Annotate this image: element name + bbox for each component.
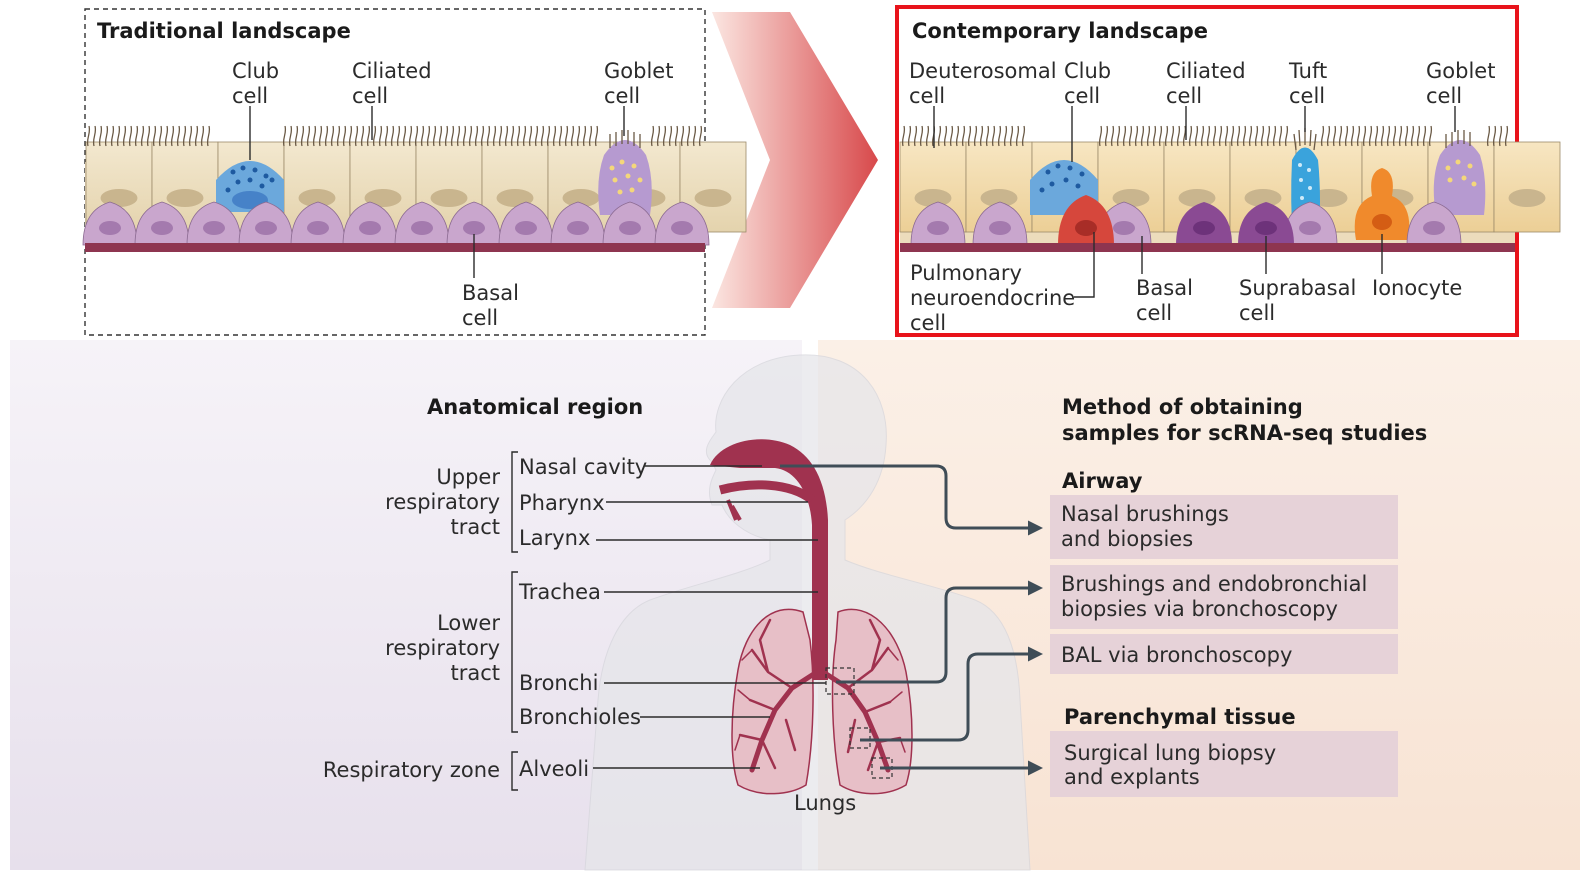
region-trachea: Trachea	[518, 580, 601, 604]
label-suprabasal-2: cell	[1239, 301, 1275, 325]
label-ciliated-contemporary: Ciliated	[1166, 59, 1246, 83]
contemporary-epithelium	[900, 126, 1560, 252]
label-ionocyte: Ionocyte	[1372, 276, 1462, 300]
region-bronchi: Bronchi	[519, 671, 598, 695]
methods-heading-line1: Method of obtaining	[1062, 395, 1303, 419]
label-club-contemporary: Club	[1064, 59, 1111, 83]
label-ciliated: Ciliated	[352, 59, 432, 83]
anatomy-heading: Anatomical region	[427, 395, 643, 419]
region-alveoli: Alveoli	[519, 757, 589, 781]
airway-heading: Airway	[1062, 469, 1143, 493]
upper-tract-line2: respiratory	[385, 490, 500, 514]
method-bal: BAL via bronchoscopy	[1061, 643, 1292, 667]
label-basal-contemporary-2: cell	[1136, 301, 1172, 325]
region-nasal-cavity: Nasal cavity	[519, 455, 647, 479]
parenchymal-heading: Parenchymal tissue	[1064, 705, 1296, 729]
label-basal: Basal	[462, 281, 519, 305]
contemporary-panel: Contemporary landscape	[897, 7, 1560, 335]
label-pulmonary-3: cell	[910, 311, 946, 335]
label-basal-contemporary: Basal	[1136, 276, 1193, 300]
label-ciliated-contemporary-2: cell	[1166, 84, 1202, 108]
traditional-title: Traditional landscape	[97, 19, 351, 43]
contemporary-title: Contemporary landscape	[912, 19, 1208, 43]
label-goblet-contemporary-2: cell	[1426, 84, 1462, 108]
method-nasal-line1: Nasal brushings	[1061, 502, 1229, 526]
method-brush-line1: Brushings and endobronchial	[1061, 572, 1367, 596]
label-deuterosomal-2: cell	[909, 84, 945, 108]
lower-tract-line1: Lower	[437, 611, 500, 635]
label-pulmonary: Pulmonary	[910, 261, 1022, 285]
method-brush-line2: biopsies via bronchoscopy	[1061, 597, 1338, 621]
upper-tract-line1: Upper	[436, 465, 500, 489]
label-pulmonary-2: neuroendocrine	[910, 286, 1075, 310]
label-club: Club	[232, 59, 279, 83]
label-club-2: cell	[232, 84, 268, 108]
region-pharynx: Pharynx	[519, 491, 605, 515]
label-goblet-contemporary: Goblet	[1426, 59, 1495, 83]
label-ciliated-2: cell	[352, 84, 388, 108]
basement-membrane	[85, 243, 705, 252]
label-goblet-2: cell	[604, 84, 640, 108]
label-goblet: Goblet	[604, 59, 673, 83]
upper-tract-line3: tract	[450, 515, 500, 539]
label-deuterosomal: Deuterosomal	[909, 59, 1057, 83]
traditional-epithelium	[83, 126, 746, 252]
label-suprabasal: Suprabasal	[1239, 276, 1356, 300]
lower-tract-line3: tract	[450, 661, 500, 685]
label-basal-2: cell	[462, 306, 498, 330]
label-club-contemporary-2: cell	[1064, 84, 1100, 108]
lungs-label: Lungs	[794, 791, 856, 815]
label-tuft: Tuft	[1288, 59, 1327, 83]
lower-tract-line2: respiratory	[385, 636, 500, 660]
method-surgical-line2: and explants	[1064, 765, 1200, 789]
region-larynx: Larynx	[519, 526, 590, 550]
respiratory-zone-label: Respiratory zone	[323, 758, 500, 782]
method-nasal-line2: and biopsies	[1061, 527, 1193, 551]
region-bronchioles: Bronchioles	[519, 705, 641, 729]
methods-heading-line2: samples for scRNA-seq studies	[1062, 421, 1427, 445]
method-surgical-line1: Surgical lung biopsy	[1064, 741, 1276, 765]
columnar-cell	[1494, 142, 1560, 232]
label-tuft-2: cell	[1289, 84, 1325, 108]
traditional-panel: Traditional landscape	[83, 9, 746, 335]
